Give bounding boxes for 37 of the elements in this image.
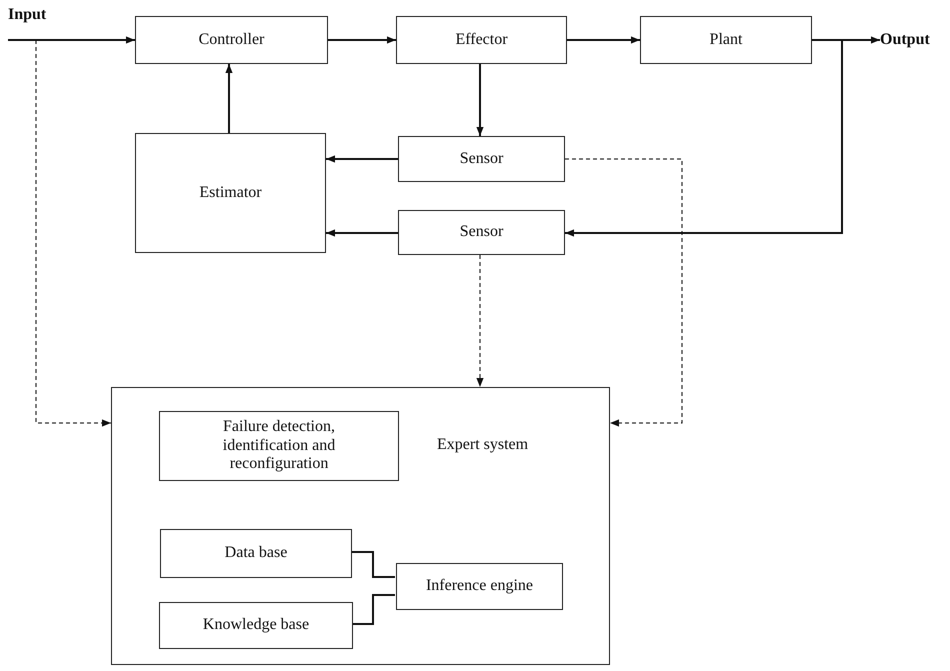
arrow <box>476 64 484 136</box>
box-label: Failure detection, identification and reconfiguration <box>222 418 336 474</box>
box-label: Estimator <box>199 184 262 202</box>
box-label: Plant <box>710 30 742 50</box>
box-label: Sensor <box>460 223 504 242</box>
expert-system-box <box>111 387 610 665</box>
dashed-arrow <box>564 158 682 427</box>
arrow <box>326 229 398 237</box>
estimator-box <box>135 133 326 253</box>
box-label: Sensor <box>460 150 504 168</box>
sensor-box <box>398 136 565 182</box>
connector-line <box>352 594 395 625</box>
box-title: Expert system <box>437 436 528 454</box>
output-label: Output <box>880 31 946 51</box>
process-box <box>640 16 812 64</box>
controller-box <box>135 16 328 64</box>
dashed-arrow <box>36 40 112 427</box>
arrow <box>328 36 396 44</box>
arrow <box>225 64 233 133</box>
database-box <box>160 529 352 578</box>
process-box <box>396 563 563 610</box>
knowledge-base-box <box>159 602 353 649</box>
arrow <box>565 39 843 237</box>
box-label: Knowledge base <box>202 616 310 635</box>
box-label: Data base <box>224 544 288 563</box>
box-label: Controller <box>198 30 264 50</box>
sensor-box <box>398 210 565 255</box>
connector-line <box>351 551 395 578</box>
process-box <box>159 411 399 481</box>
box-label: Inference engine <box>426 577 534 596</box>
arrow <box>36 36 135 44</box>
arrow <box>326 155 398 163</box>
dashed-arrow <box>476 254 484 388</box>
box-label: Effector <box>455 30 508 50</box>
arrow <box>567 36 640 44</box>
input-label: Input <box>8 6 70 40</box>
process-box <box>396 16 567 64</box>
